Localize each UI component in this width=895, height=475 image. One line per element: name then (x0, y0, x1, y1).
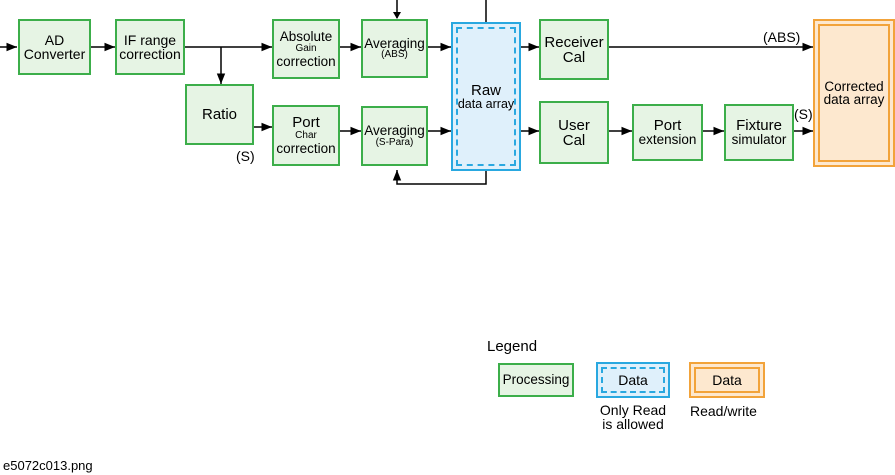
receiver-cal-line1: Receiver (544, 33, 604, 51)
absolute-line1: Absolute (279, 28, 333, 44)
absolute-line3: correction (276, 54, 336, 69)
legend-processing-label: Processing (502, 372, 570, 388)
abs-path-label: (ABS) (763, 29, 801, 45)
legend-read-only-caption: Only Read is allowed (583, 403, 683, 431)
port-extension-line2: extension (638, 132, 697, 148)
legend-read-write-caption: Read/write (690, 403, 757, 419)
port-char-line3: correction (276, 141, 336, 157)
receiver-cal-line2: Cal (562, 48, 586, 66)
user-cal-line2: Cal (562, 131, 586, 149)
legend-title: Legend (487, 338, 538, 355)
corrected-line2: data array (823, 92, 885, 107)
corrected-line1: Corrected (824, 78, 884, 94)
s-ratio-path-label: (S) (236, 148, 255, 164)
averaging-spara-block: Averaging (S-Para) (361, 106, 428, 166)
ad-converter-block: AD Converter (18, 19, 91, 75)
legend-read-only-label: Data (618, 372, 648, 388)
user-cal-block: User Cal (539, 101, 609, 164)
averaging-spara-line2: (S-Para) (375, 136, 414, 148)
image-filename-caption: e5072c013.png (3, 458, 93, 473)
if-range-line1: IF range (123, 32, 177, 48)
absolute-gain-correction-block: Absolute Gain correction (272, 19, 340, 79)
legend-read-write-swatch: Data (689, 362, 765, 398)
legend-read-write-label: Data (712, 372, 742, 388)
if-range-line2: correction (119, 46, 181, 62)
port-extension-line1: Port (653, 117, 682, 135)
feedback-top-arrowhead (393, 12, 401, 19)
read-only-caption-line2: is allowed (602, 416, 664, 432)
averaging-spara-line1: Averaging (364, 123, 425, 139)
user-cal-line1: User (558, 116, 590, 134)
raw-line1: Raw (470, 81, 501, 99)
ad-converter-line1: AD (44, 32, 65, 48)
receiver-cal-block: Receiver Cal (539, 19, 609, 80)
ratio-block: Ratio (185, 84, 254, 145)
raw-data-array-block: Raw data array (451, 22, 521, 171)
port-char-line1: Port (292, 114, 320, 132)
legend-processing-swatch: Processing (498, 363, 574, 397)
corrected-data-array-block: Corrected data array (813, 19, 895, 167)
if-range-correction-block: IF range correction (115, 19, 185, 75)
read-only-caption-line1: Only Read (599, 402, 667, 418)
fixture-simulator-block: Fixture simulator (724, 104, 794, 161)
fixture-line2: simulator (731, 132, 787, 148)
averaging-abs-block: Averaging (ABS) (361, 19, 428, 78)
fixture-line1: Fixture (736, 117, 782, 135)
port-char-correction-block: Port Char correction (272, 105, 340, 166)
averaging-abs-line1: Averaging (364, 35, 425, 51)
s-output-path-label: (S) (794, 106, 813, 122)
port-char-line2: Char (295, 130, 317, 142)
ad-converter-line2: Converter (23, 46, 86, 62)
averaging-abs-line2: (ABS) (381, 49, 408, 61)
absolute-line2: Gain (295, 43, 317, 54)
ratio-label: Ratio (201, 106, 238, 123)
feedback-bottom-line (392, 170, 487, 185)
legend-read-only-swatch: Data (596, 362, 670, 398)
raw-line2: data array (457, 96, 515, 111)
port-extension-block: Port extension (632, 104, 703, 161)
